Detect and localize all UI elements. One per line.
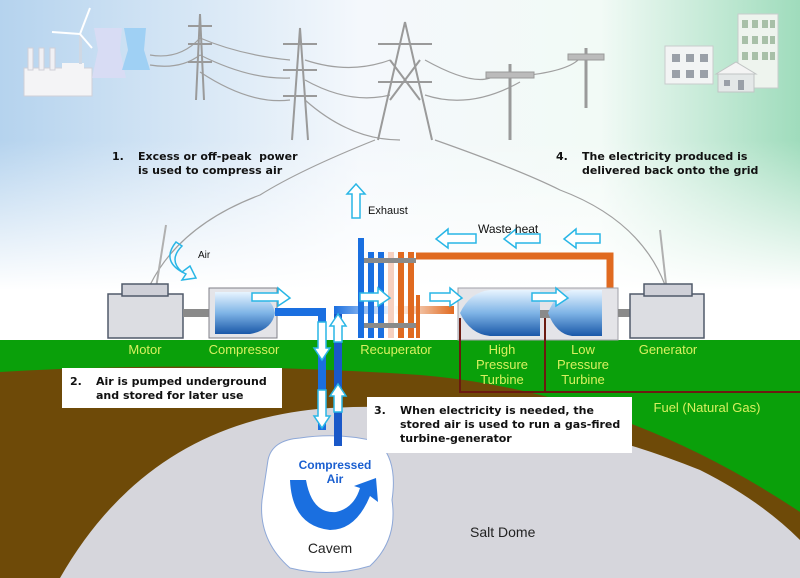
cavern — [261, 435, 394, 573]
exhaust-label: Exhaust — [368, 205, 408, 217]
step-2-text: Air is pumped underground and stored for… — [96, 375, 267, 402]
waste-heat-label: Waste heat — [478, 222, 539, 236]
compressor-icon — [208, 287, 278, 339]
waste-heat-duct — [416, 252, 614, 290]
recuperator-label: Recuperator — [360, 342, 432, 357]
buildings-icon — [664, 13, 779, 93]
transmission-tower-icon — [188, 13, 433, 141]
utility-pole-icon — [485, 48, 605, 140]
hp-turbine-icon — [460, 290, 540, 336]
cavern-label: Cavem — [307, 540, 353, 556]
compressed-air-arrow — [290, 478, 378, 530]
step-3-text: When electricity is needed, the stored a… — [400, 404, 621, 445]
step-1-text: Excess or off-peak power is used to comp… — [138, 150, 298, 177]
step-3-callout: 3. When electricity is needed, the store… — [374, 404, 634, 448]
lp-turbine-label: Low Pressure Turbine — [556, 342, 610, 387]
step-4-text: The electricity produced is delivered ba… — [582, 150, 759, 177]
step-1-callout: 1. Excess or off-peak power is used to c… — [112, 150, 352, 180]
salt-dome-label: Salt Dome — [470, 524, 536, 540]
step-3-box — [367, 397, 632, 453]
motor-icon — [107, 224, 184, 339]
step-4-callout: 4. The electricity produced is delivered… — [556, 150, 796, 180]
motor-label: Motor — [128, 342, 162, 357]
step-2-callout: 2. Air is pumped underground and stored … — [70, 375, 280, 405]
power-lines — [149, 37, 666, 286]
shaft — [183, 309, 209, 317]
fuel-label: Fuel (Natural Gas) — [653, 400, 761, 415]
cooling-tower-icon — [92, 28, 150, 78]
step-4-number: 4. — [556, 150, 568, 163]
air-label: Air — [198, 250, 211, 261]
wind-turbine-icon — [51, 7, 93, 64]
step-3-number: 3. — [374, 404, 386, 417]
compressor-label: Compressor — [208, 342, 280, 357]
generator-label: Generator — [638, 342, 698, 357]
fuel-lines — [459, 318, 800, 393]
generator-icon — [629, 229, 705, 339]
flow-arrows — [251, 182, 601, 430]
air-intake-arrow — [169, 240, 198, 281]
hp-turbine-label: High Pressure Turbine — [475, 342, 529, 387]
step-2-number: 2. — [70, 375, 82, 388]
step-2-box — [62, 368, 282, 408]
compressed-air-label: Compressed Air — [298, 458, 372, 486]
step-1-number: 1. — [112, 150, 124, 163]
power-plant-icon — [23, 47, 93, 97]
